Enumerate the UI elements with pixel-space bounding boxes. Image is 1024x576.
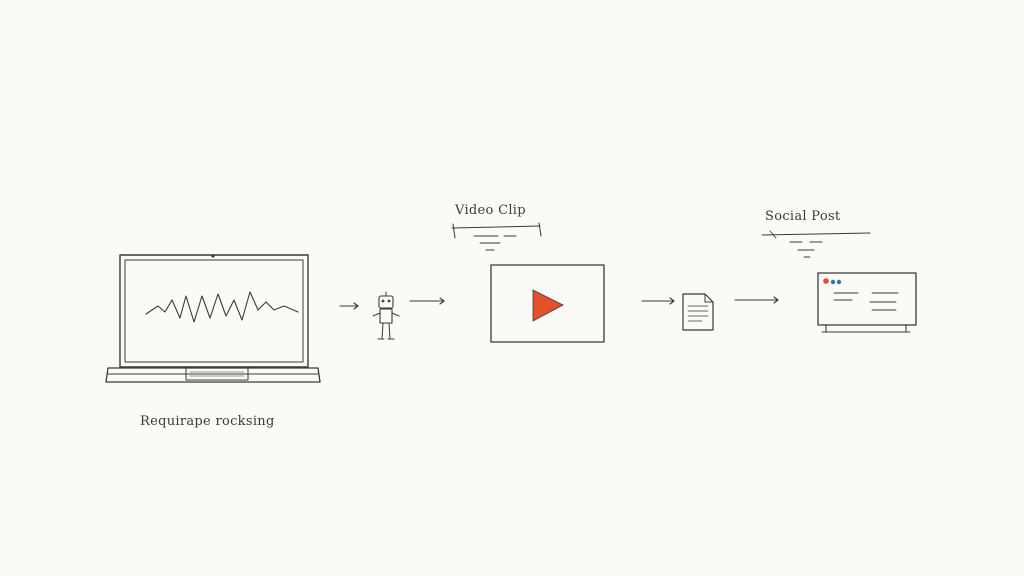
arrow-4 (734, 296, 779, 304)
arrow-3 (641, 297, 675, 305)
video-label-underline (451, 222, 542, 251)
robot-icon (372, 291, 400, 340)
video-label: Video Clip (455, 203, 526, 218)
arrow-2 (409, 297, 445, 305)
social-label: Social Post (765, 209, 841, 224)
social-label-underline (761, 230, 871, 258)
video-play-icon (490, 264, 605, 343)
arrow-1 (339, 302, 359, 310)
social-post-window-icon (817, 272, 917, 333)
laptop-waveform-icon (105, 254, 321, 383)
laptop-caption: Requirape rocksing (140, 414, 275, 429)
document-icon (682, 293, 714, 331)
